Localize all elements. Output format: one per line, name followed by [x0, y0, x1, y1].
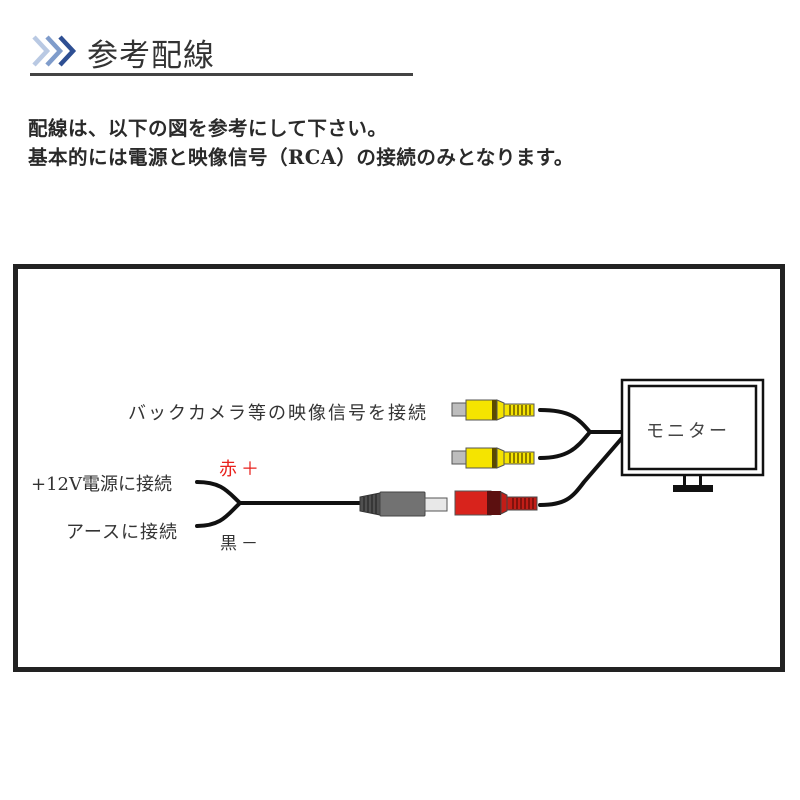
- monitor-label: モニター: [646, 421, 730, 442]
- black-negative-label: 黒－: [220, 534, 262, 554]
- dc-plug-connector: [359, 491, 448, 517]
- red-rca-connector: [454, 490, 538, 516]
- page-title: 参考配線: [87, 38, 215, 74]
- red-positive-label: 赤＋: [219, 459, 263, 480]
- triple-chevron-right-icon: [32, 35, 77, 67]
- intro-line-1: 配線は、以下の図を参考にして下さい。: [28, 117, 388, 140]
- video-signal-label: バックカメラ等の映像信号を接続: [128, 403, 428, 424]
- power-12v-label: +12V電源に接続: [31, 474, 172, 495]
- title-underline: [30, 73, 413, 76]
- red-wire: [195, 480, 242, 505]
- cables: [195, 408, 625, 528]
- yellow-rca-connector-top: [451, 399, 535, 421]
- intro-text: 配線は、以下の図を参考にして下さい。 基本的には電源と映像信号（RCA）の接続の…: [28, 114, 574, 172]
- video-cable-bottom: [538, 430, 592, 460]
- yellow-rca-connector-bottom: [451, 447, 535, 469]
- power-feed-cable: [538, 436, 624, 507]
- video-cable-top: [538, 408, 592, 434]
- intro-line-2: 基本的には電源と映像信号（RCA）の接続のみとなります。: [28, 146, 574, 169]
- section-header: 参考配線: [30, 28, 413, 78]
- black-wire: [195, 501, 242, 528]
- monitor-illustration: [620, 378, 765, 492]
- ground-label: アースに接続: [66, 522, 179, 543]
